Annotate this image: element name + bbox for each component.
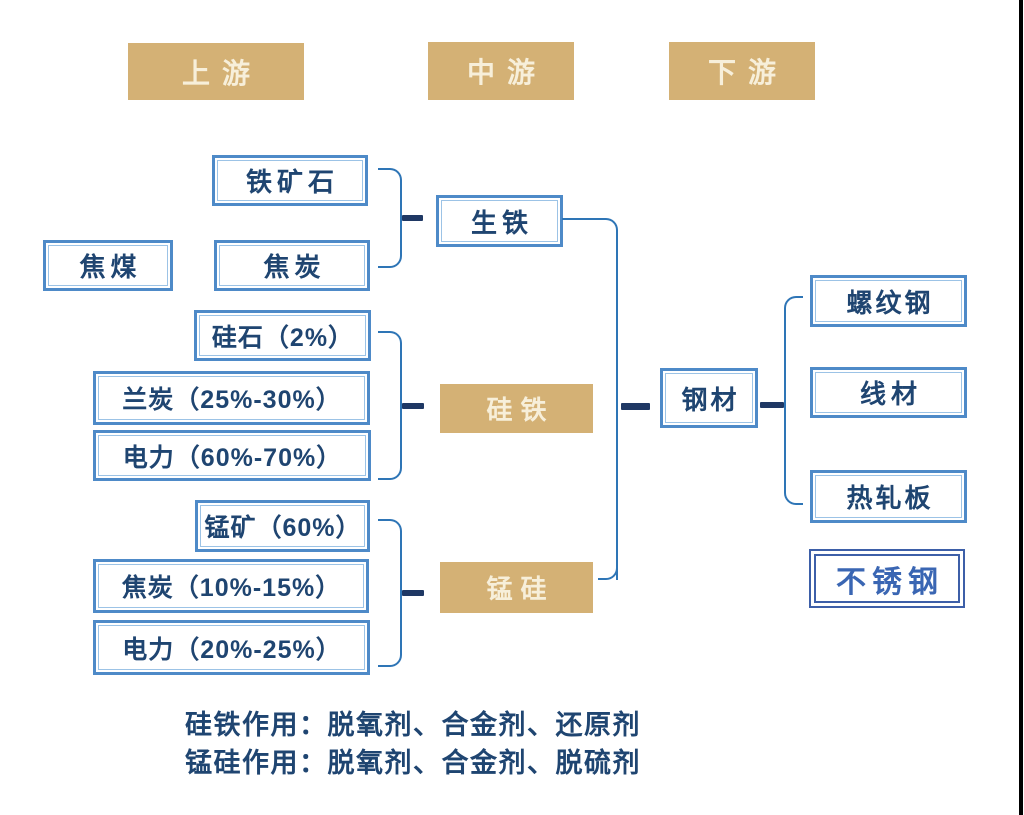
- bracket-to-steel-main: [562, 218, 618, 580]
- header-downstream: 下游: [669, 42, 815, 100]
- note-silicomanganese-uses: 锰硅作用：脱氧剂、合金剂、脱硫剂: [185, 748, 641, 778]
- tick-fesi: [402, 403, 424, 409]
- bracket-to-steel-bottom-hook: [598, 548, 618, 580]
- box-power-fesi: 电力（60%-70%）: [93, 430, 371, 481]
- brace-simn-lower: [378, 593, 402, 667]
- box-silica: 硅石（2%）: [194, 310, 371, 361]
- box-stainless-steel: 不锈钢: [809, 549, 965, 608]
- tick-steel-input: [621, 403, 650, 410]
- note-ferrosilicon-uses: 硅铁作用：脱氧剂、合金剂、还原剂: [185, 710, 641, 740]
- box-coke: 焦炭: [214, 240, 370, 291]
- box-steel: 钢材: [660, 368, 758, 428]
- box-power-simn: 电力（20%-25%）: [93, 620, 370, 675]
- brace-fesi-lower: [378, 406, 402, 480]
- box-coking-coal: 焦煤: [43, 240, 173, 291]
- bracket-downstream-upper: [784, 296, 803, 405]
- brace-pig-iron-upper: [378, 168, 402, 219]
- box-rebar: 螺纹钢: [810, 275, 967, 327]
- tick-pig-iron: [402, 215, 423, 221]
- tick-steel-output: [760, 402, 784, 408]
- header-upstream: 上游: [128, 43, 304, 100]
- box-mn-ore: 锰矿（60%）: [195, 500, 370, 552]
- box-ferrosilicon: 硅铁: [440, 384, 593, 433]
- bracket-downstream-lower: [784, 405, 803, 505]
- box-wire-rod: 线材: [810, 367, 967, 418]
- right-edge-line: [1019, 0, 1023, 815]
- brace-simn-upper: [378, 519, 402, 593]
- box-coke-simn: 焦炭（10%-15%）: [93, 559, 369, 613]
- box-hot-rolled-plate: 热轧板: [810, 470, 967, 523]
- tick-simn: [402, 590, 424, 596]
- brace-fesi-upper: [378, 331, 402, 406]
- box-pig-iron: 生铁: [436, 195, 563, 247]
- box-silicomanganese: 锰硅: [440, 562, 593, 613]
- box-iron-ore: 铁矿石: [212, 155, 368, 206]
- box-semi-coke: 兰炭（25%-30%）: [93, 371, 370, 425]
- brace-pig-iron-lower: [378, 219, 402, 268]
- header-midstream: 中游: [428, 42, 574, 100]
